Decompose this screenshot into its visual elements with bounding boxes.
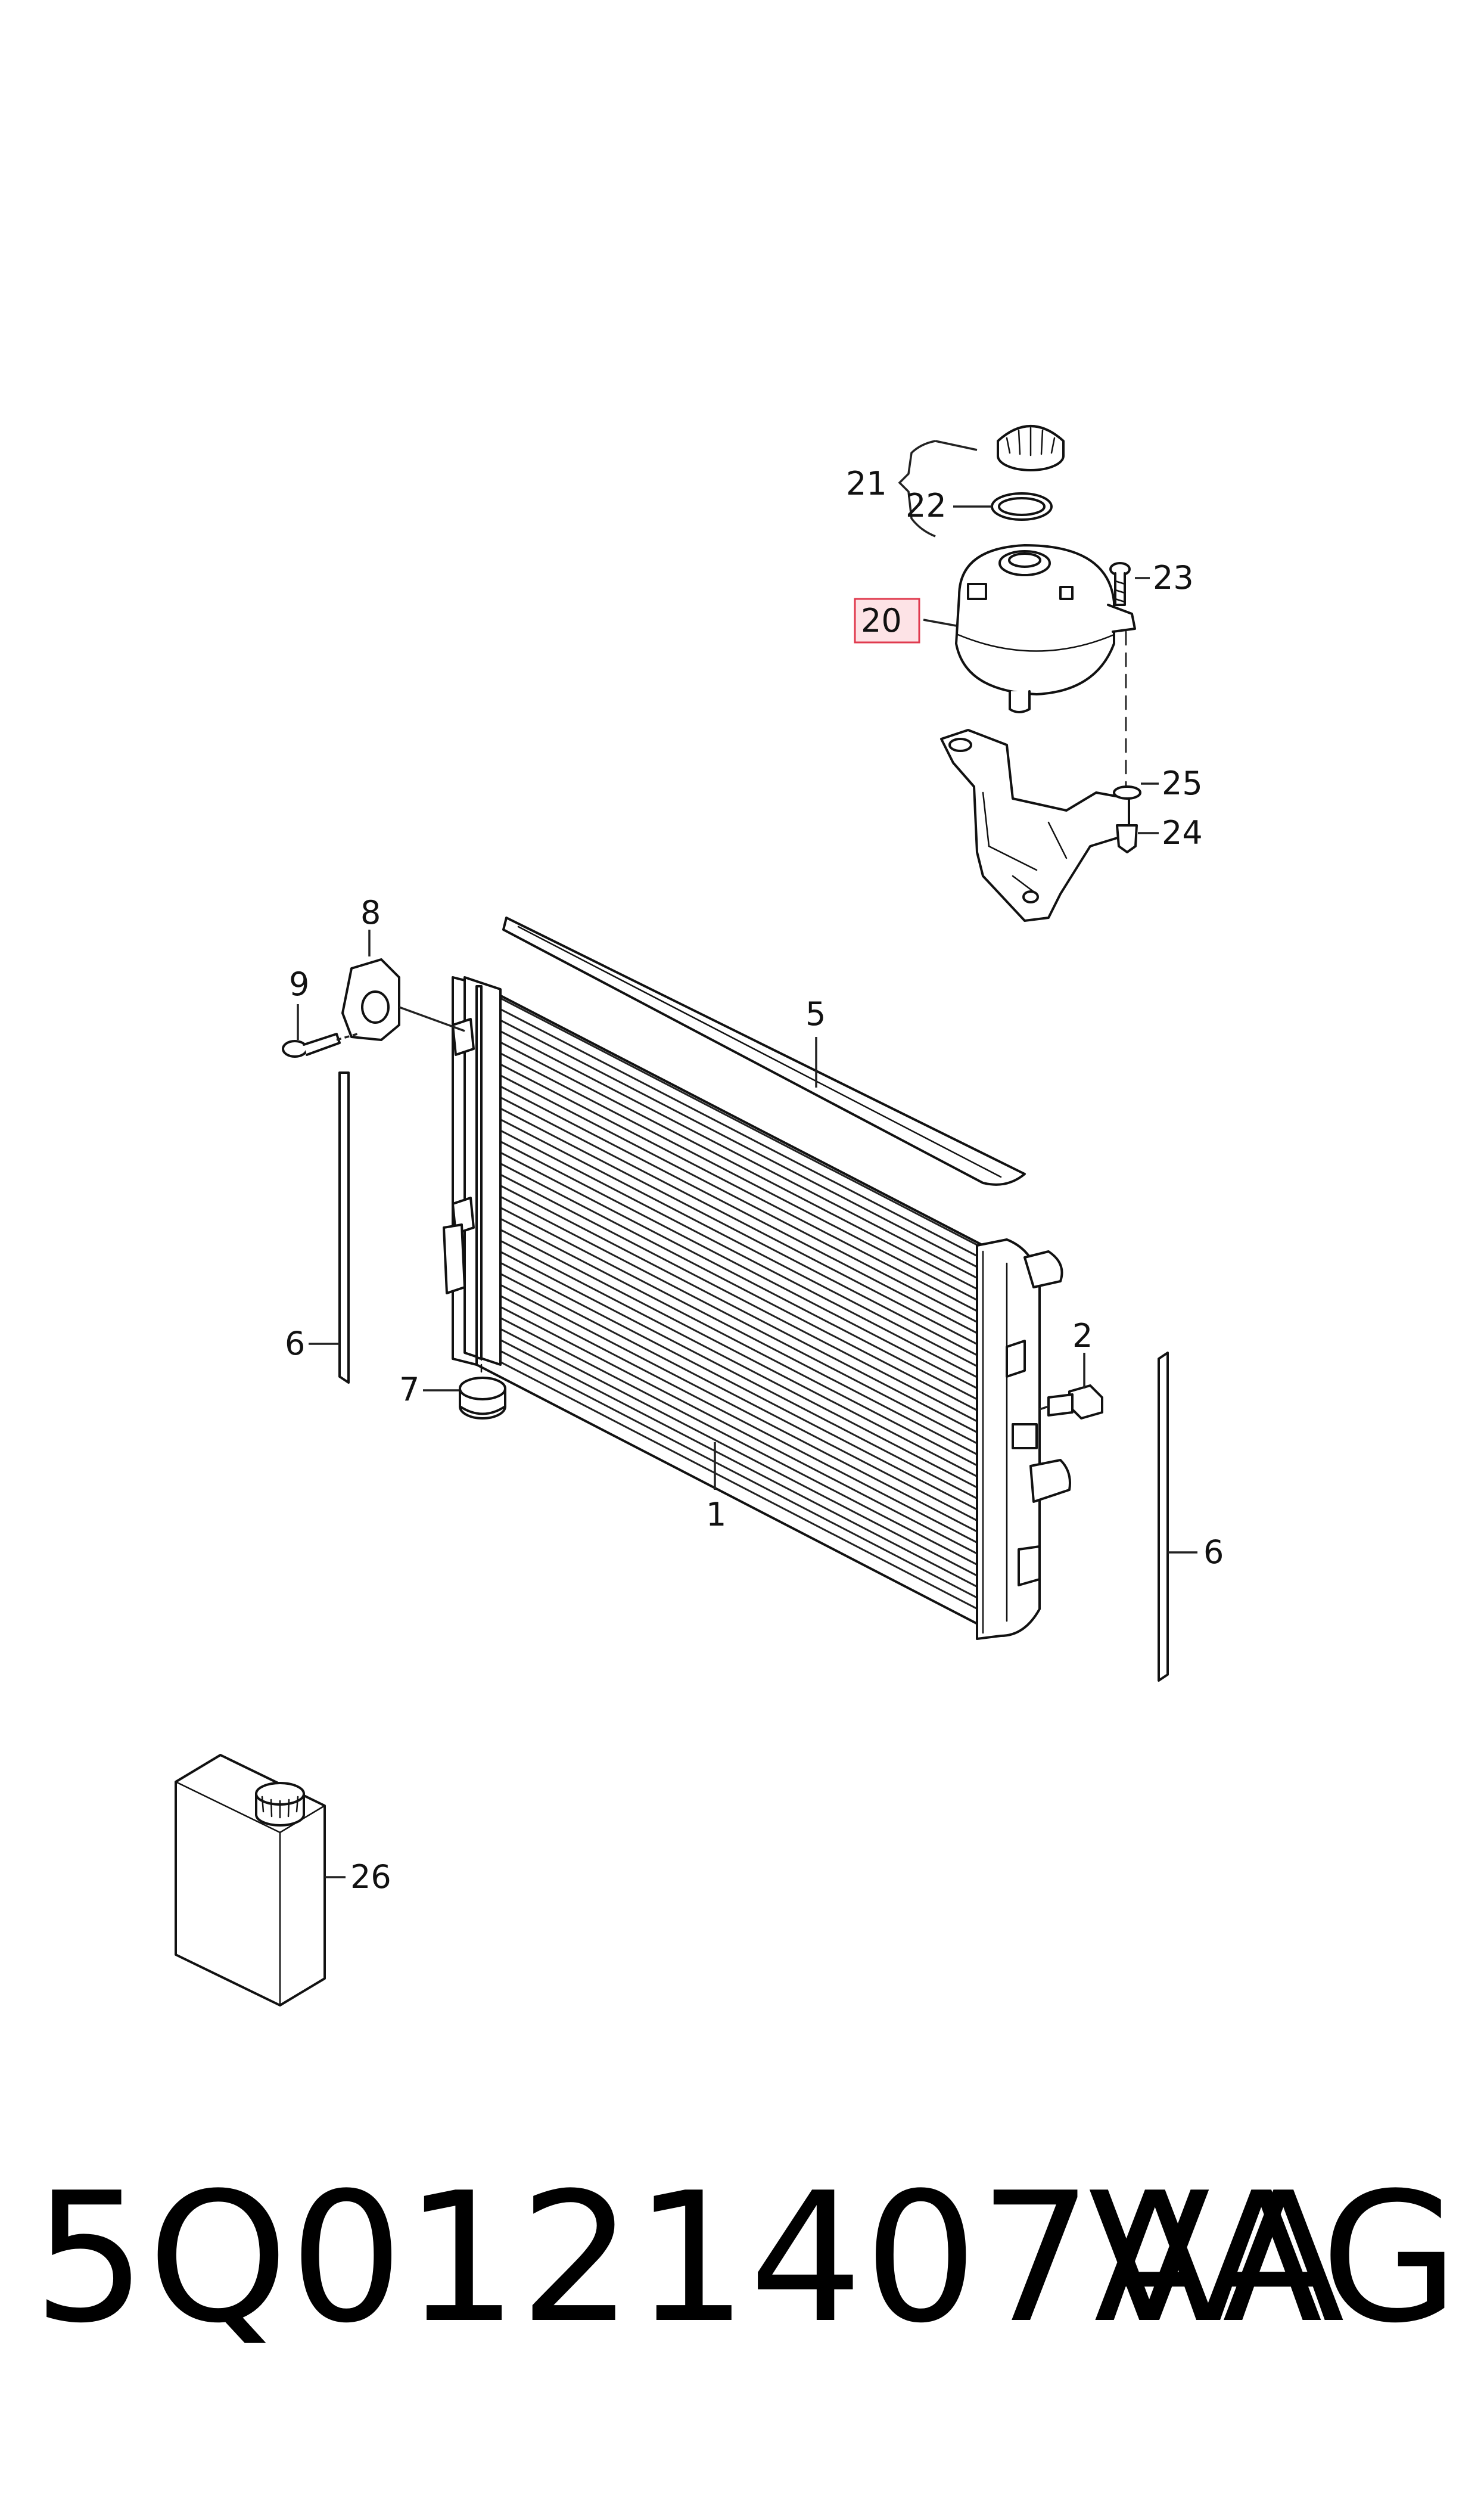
seal-strip-6-right — [1158, 1352, 1169, 1682]
clip-nut-24 — [1116, 824, 1138, 853]
radiator-fin — [500, 1041, 978, 1290]
radiator-fin — [500, 1317, 978, 1566]
seal-strip-5 — [502, 917, 1026, 1186]
screw-9 — [282, 1033, 358, 1058]
callout-26: 26 — [350, 1858, 391, 1896]
rubber-mount-7 — [459, 1352, 506, 1420]
radiator-fin — [500, 1339, 978, 1588]
callout-24: 24 — [1162, 814, 1203, 852]
tank-mounting-bracket — [940, 729, 1130, 922]
callout-7: 7 — [399, 1371, 419, 1408]
radiator-fin — [500, 1163, 978, 1411]
callout-9: 9 — [289, 965, 309, 1003]
radiator-fin — [500, 1273, 978, 1521]
mount-bracket-8 — [341, 958, 465, 1041]
radiator-fins — [500, 997, 978, 1610]
radiator-fin — [500, 1328, 978, 1577]
radiator-fin — [500, 1306, 978, 1555]
radiator-fin — [500, 1240, 978, 1489]
radiator-fin — [500, 1085, 978, 1334]
callout-22: 22 — [906, 487, 947, 524]
callout-21: 21 — [846, 465, 887, 502]
highlighted-callout-box — [854, 598, 920, 644]
radiator-fin — [500, 1119, 978, 1367]
radiator-fin — [500, 1141, 978, 1389]
radiator-fin — [500, 1295, 978, 1543]
footer: 5Q0121407AA VAG — [0, 2169, 1484, 2503]
brand-label: VAG — [1088, 2154, 1460, 2362]
radiator-fin — [500, 1350, 978, 1599]
seal-strip-6-left — [338, 1071, 350, 1384]
part-number: 5Q0121407AA — [33, 2154, 1346, 2362]
radiator-fin — [500, 1097, 978, 1345]
callout-2: 2 — [1072, 1317, 1093, 1355]
exploded-parts-diagram: 21 22 23 20 25 24 8 9 5 2 6 7 1 6 26 — [175, 425, 1224, 2006]
callout-25: 25 — [1162, 765, 1203, 802]
radiator-fin — [500, 1063, 978, 1312]
coolant-expansion-tank-group — [940, 425, 1141, 922]
radiator-fin — [500, 1262, 978, 1511]
temperature-sensor-2 — [1039, 1384, 1103, 1420]
screw-23 — [1109, 562, 1131, 606]
radiator-fin — [500, 1173, 978, 1422]
radiator — [443, 976, 1071, 1640]
washer-25 — [1113, 785, 1141, 800]
radiator-fin — [500, 1151, 978, 1400]
radiator-fin — [500, 1251, 978, 1499]
callout-6-left: 6 — [285, 1325, 305, 1362]
expansion-tank — [955, 544, 1136, 713]
callout-8: 8 — [360, 894, 381, 931]
radiator-fin — [500, 1361, 978, 1610]
radiator-fin — [500, 1074, 978, 1323]
radiator-fin — [500, 1217, 978, 1467]
callout-6-right: 6 — [1203, 1533, 1224, 1571]
coolant-canister-26 — [175, 1754, 326, 2006]
callout-5: 5 — [805, 995, 826, 1033]
seal-ring — [991, 492, 1053, 521]
radiator-fin — [500, 1030, 978, 1279]
radiator-fin — [500, 1229, 978, 1477]
callout-23: 23 — [1153, 559, 1194, 597]
callout-20: 20 — [861, 602, 902, 639]
radiator-fin — [500, 1129, 978, 1378]
radiator-fin — [500, 1207, 978, 1455]
radiator-fin — [500, 1195, 978, 1445]
radiator-fin — [500, 1185, 978, 1433]
radiator-fin — [500, 1107, 978, 1356]
radiator-fin — [500, 1284, 978, 1533]
callout-1: 1 — [706, 1496, 726, 1533]
radiator-fin — [500, 1008, 978, 1257]
radiator-fin — [500, 1052, 978, 1301]
filler-cap — [997, 425, 1065, 471]
radiator-fin — [500, 1019, 978, 1268]
radiator-fin — [500, 997, 978, 1246]
